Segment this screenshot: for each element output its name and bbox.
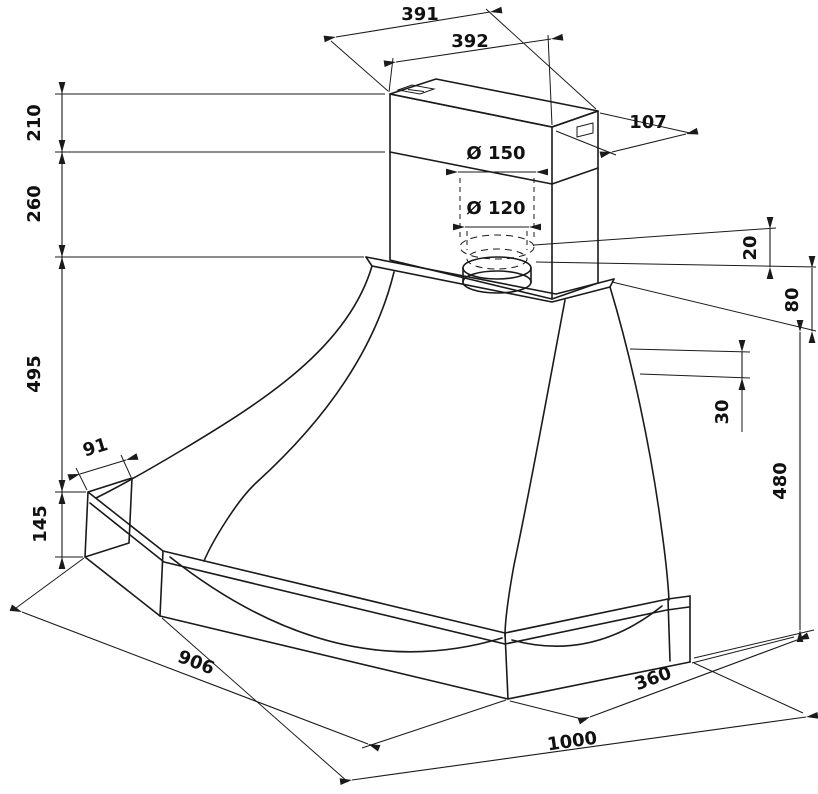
ext-line-30-bottom xyxy=(639,373,751,379)
dim-label-391: 391 xyxy=(401,4,439,25)
dim-label-145: 145 xyxy=(30,505,51,543)
ext-line-collar-base xyxy=(535,261,817,268)
canopy-front-crease xyxy=(504,299,566,637)
dim-label-495: 495 xyxy=(24,355,45,393)
duct-collar-top xyxy=(462,256,532,280)
canopy-flange-upper-edge xyxy=(365,256,615,295)
canopy-right-silhouette xyxy=(609,286,670,601)
dim-label-107: 107 xyxy=(629,112,667,133)
duct-inner-circle-dashed xyxy=(466,248,528,270)
dimension-annotations: 210 260 495 145 391 392 107 Ø 150 Ø 120 … xyxy=(9,4,818,786)
rim-bottom-edge xyxy=(84,556,691,700)
dim-label-360: 360 xyxy=(632,663,674,696)
hood-canopy xyxy=(95,256,670,637)
ext-line-906-left xyxy=(15,557,85,609)
dim-label-80: 80 xyxy=(782,287,803,312)
dim-label-906: 906 xyxy=(175,646,218,679)
front-apron-arch xyxy=(169,556,503,653)
ext-line-360-left xyxy=(509,700,587,721)
dim-label-d150: Ø 150 xyxy=(466,143,525,164)
ext-line-360-right xyxy=(691,636,795,664)
ext-line-906-right xyxy=(361,699,507,749)
duct-outer-circle-dashed xyxy=(459,234,535,260)
ext-line-391-right xyxy=(485,8,597,110)
chimney-seam-line xyxy=(389,151,599,185)
canopy-left-crease xyxy=(203,271,395,562)
ext-line-391-left xyxy=(330,40,389,92)
rim-corner-edge-right xyxy=(667,598,671,662)
dim-line-906 xyxy=(9,604,381,752)
ext-line-collar-top xyxy=(533,227,777,246)
duct-outlet xyxy=(459,178,535,294)
dim-line-1000 xyxy=(339,711,818,786)
top-vent-slot-detail xyxy=(407,89,425,92)
dim-line-91 xyxy=(67,453,139,481)
side-bracket-detail xyxy=(576,122,594,138)
dim-line-107 xyxy=(599,127,699,159)
dim-line-392 xyxy=(383,33,564,68)
canopy-flange-left-edge xyxy=(365,256,373,267)
ext-line-91-left xyxy=(75,467,88,491)
ext-line-392-right xyxy=(547,34,553,126)
rim-left-end-cap xyxy=(84,477,133,558)
dim-line-360 xyxy=(577,632,810,725)
dim-line-391 xyxy=(323,6,503,43)
dim-label-1000: 1000 xyxy=(546,728,599,756)
dim-label-260: 260 xyxy=(24,185,45,223)
dim-label-20: 20 xyxy=(740,235,761,260)
dim-label-d120: Ø 120 xyxy=(466,198,525,219)
rim-molding-edge xyxy=(89,502,690,645)
dim-label-480: 480 xyxy=(770,462,791,500)
dim-label-91: 91 xyxy=(80,434,110,461)
ext-line-1000-left xyxy=(161,617,349,783)
chimney xyxy=(389,78,599,300)
ext-line-1000-right xyxy=(693,662,804,714)
ext-line-392-left xyxy=(388,57,394,93)
dim-label-210: 210 xyxy=(24,104,45,142)
ext-line-91-right xyxy=(120,454,132,478)
chimney-front-face xyxy=(389,93,553,300)
ext-line-canopy-plate xyxy=(611,281,817,332)
canopy-flange-lower-edge xyxy=(371,265,611,303)
chimney-side-face xyxy=(551,110,599,300)
dim-label-30: 30 xyxy=(712,399,733,424)
canopy-left-silhouette xyxy=(95,265,373,499)
ext-line-480-bottom xyxy=(693,629,815,659)
dim-label-392: 392 xyxy=(451,31,489,52)
top-vent-slot xyxy=(396,84,436,95)
ext-line-30-top xyxy=(629,348,751,353)
canopy-flange-right-edge xyxy=(609,278,615,288)
rim-corner-edge-front xyxy=(504,632,509,700)
